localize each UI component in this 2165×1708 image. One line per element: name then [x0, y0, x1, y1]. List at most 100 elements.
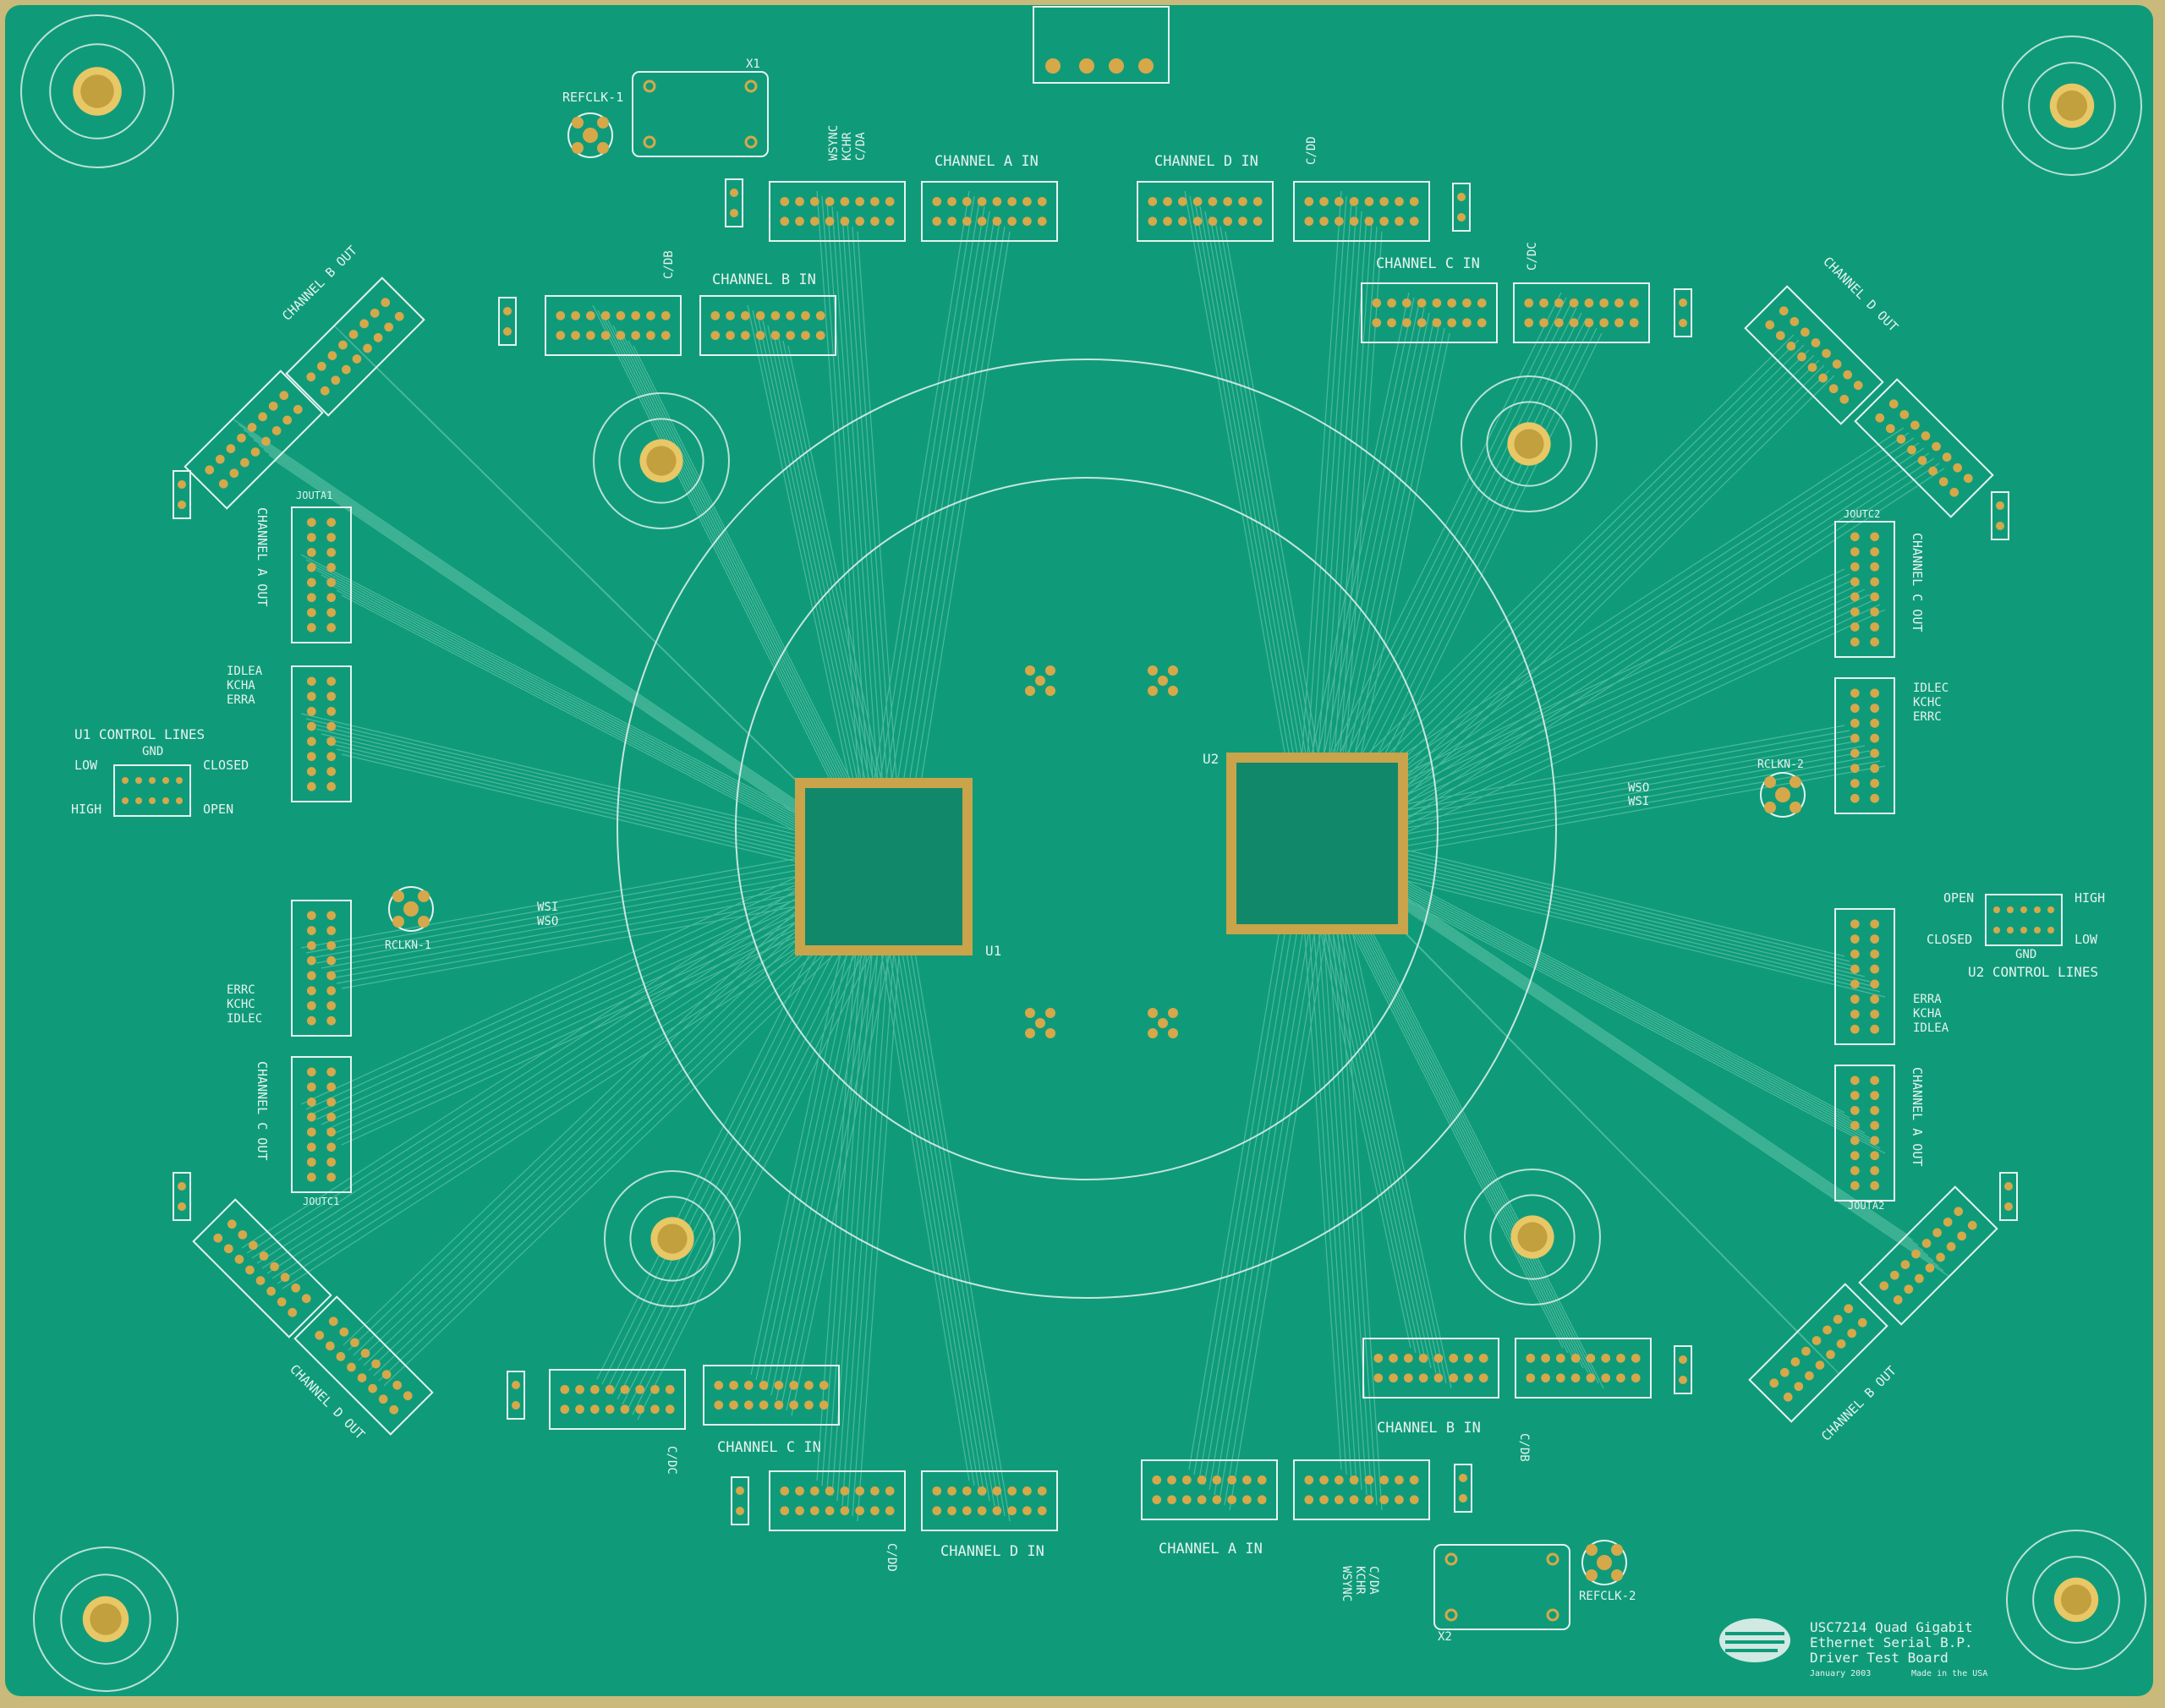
pin-header: [291, 900, 352, 1037]
pin-header: [769, 1470, 906, 1531]
control-lines-header: [1985, 894, 2063, 946]
jumper-header: [725, 178, 743, 227]
top-cda: C/DA: [854, 132, 868, 161]
pin-header: [1515, 1338, 1652, 1399]
mounting-hole: [2006, 1530, 2146, 1670]
control-lines-header: [113, 764, 191, 817]
bottom-cdc: C/DC: [665, 1446, 678, 1475]
jumper-header: [173, 470, 191, 519]
pin-header: [1293, 181, 1430, 242]
bottom-channel-a-in: CHANNEL A IN: [1159, 1541, 1263, 1557]
right-channel-c-out: CHANNEL C OUT: [1910, 533, 1925, 632]
via-cluster: [1148, 665, 1178, 696]
crystal-oscillator: [632, 71, 769, 157]
pin-header: [1293, 1459, 1430, 1520]
left-idlea: IDLEA: [227, 665, 263, 678]
board-title-block: USC7214 Quad Gigabit Ethernet Serial B.P…: [1719, 1618, 1987, 1678]
via-clusters: [1025, 665, 1178, 1038]
company-logo-stripes: [1725, 1632, 1784, 1652]
sma-connector: [567, 112, 613, 158]
left-jouta1: JOUTA1: [296, 490, 332, 501]
title-line-3: Driver Test Board: [1810, 1650, 1948, 1666]
outer-ring: [617, 359, 1557, 1299]
left-erra: ERRA: [227, 693, 255, 707]
top-cdd: C/DD: [1305, 136, 1318, 165]
pin-header: [293, 1295, 434, 1436]
pin-header: [1858, 1185, 1998, 1326]
pin-header: [1141, 1459, 1278, 1520]
pin-header: [184, 370, 324, 510]
pin-header: [291, 1056, 352, 1193]
pin-header: [1137, 181, 1274, 242]
bottom-channel-c-in: CHANNEL C IN: [717, 1439, 821, 1456]
jumper-header: [1454, 1464, 1472, 1513]
pin-header: [1744, 285, 1884, 425]
jumper-header: [1674, 1345, 1692, 1394]
x2-label: X2: [1438, 1630, 1452, 1644]
u2-control-lines: U2 CONTROL LINES: [1968, 964, 2098, 980]
title-made: Made in the USA: [1911, 1669, 1987, 1678]
chip-u1-label: U1: [985, 943, 1001, 959]
pin-header: [1362, 1338, 1499, 1399]
u2-high: HIGH: [2075, 890, 2105, 906]
pin-header: [291, 665, 352, 802]
left-kcha: KCHA: [227, 679, 255, 693]
right-wsi: WSI: [1628, 795, 1649, 808]
top-cdb: C/DB: [662, 250, 676, 279]
pin-header: [921, 1470, 1058, 1531]
pin-header: [1834, 908, 1895, 1045]
top-channel-c-in: CHANNEL C IN: [1376, 255, 1480, 272]
u1-high: HIGH: [71, 802, 101, 817]
u2-open: OPEN: [1943, 890, 1974, 906]
mounting-hole: [1461, 375, 1598, 512]
via-cluster: [1148, 1008, 1178, 1038]
pin-header: [291, 506, 352, 643]
u1-gnd: GND: [142, 745, 163, 758]
u2-low: LOW: [2075, 932, 2098, 947]
refclk1-label: REFCLK-1: [562, 90, 623, 105]
sma-connector: [1760, 772, 1806, 818]
pin-header: [921, 181, 1058, 242]
chip-u1: U1: [795, 778, 1001, 959]
right-rclkn2: RCLKN-2: [1757, 758, 1804, 771]
u2-gnd: GND: [2015, 948, 2036, 961]
bottom-cdd: C/DD: [885, 1543, 898, 1572]
pin-header: [769, 181, 906, 242]
left-wso: WSO: [537, 915, 558, 928]
bottom-channel-b-in: CHANNEL B IN: [1377, 1420, 1481, 1437]
pin-header: [1834, 521, 1895, 658]
u1-control-lines: U1 CONTROL LINES: [74, 726, 205, 742]
title-line-1: USC7214 Quad Gigabit: [1810, 1619, 1973, 1635]
pin-header: [1748, 1283, 1888, 1423]
left-wsi: WSI: [537, 901, 558, 914]
mounting-hole: [604, 1170, 741, 1307]
mounting-hole: [1464, 1169, 1601, 1306]
jumper-header: [1999, 1172, 2018, 1221]
right-channel-a-out: CHANNEL A OUT: [1910, 1067, 1925, 1166]
right-idlea: IDLEA: [1913, 1021, 1949, 1035]
pin-header: [703, 1365, 840, 1426]
right-kchc: KCHC: [1913, 696, 1942, 709]
top-channel-b-in: CHANNEL B IN: [712, 271, 816, 288]
signal-traces: [233, 190, 1949, 1522]
top-labels: REFCLK-1 X1 CHANNEL A IN CHANNEL D IN CH…: [562, 57, 1539, 288]
right-jouta2: JOUTA2: [1848, 1200, 1884, 1212]
mounting-hole: [2002, 36, 2142, 176]
chip-u2-label: U2: [1203, 751, 1219, 767]
top-wsync: WSYNC: [827, 125, 841, 161]
chip-u2: U2: [1203, 751, 1408, 934]
pin-header: [285, 276, 425, 417]
left-joutc1: JOUTC1: [303, 1196, 339, 1207]
connector-j11: [1033, 6, 1170, 84]
pin-header: [1513, 282, 1650, 343]
jumper-header: [1452, 183, 1471, 232]
jumper-header: [1991, 491, 2009, 540]
top-channel-a-in: CHANNEL A IN: [935, 153, 1039, 170]
left-idlec: IDLEC: [227, 1012, 262, 1026]
x1-label: X1: [746, 57, 760, 71]
sma-connector: [388, 886, 434, 932]
bottom-labels: CHANNEL C IN CHANNEL D IN CHANNEL A IN C…: [665, 1420, 1636, 1644]
u1-open: OPEN: [203, 802, 233, 817]
left-channel-c-out: CHANNEL C OUT: [255, 1061, 270, 1160]
